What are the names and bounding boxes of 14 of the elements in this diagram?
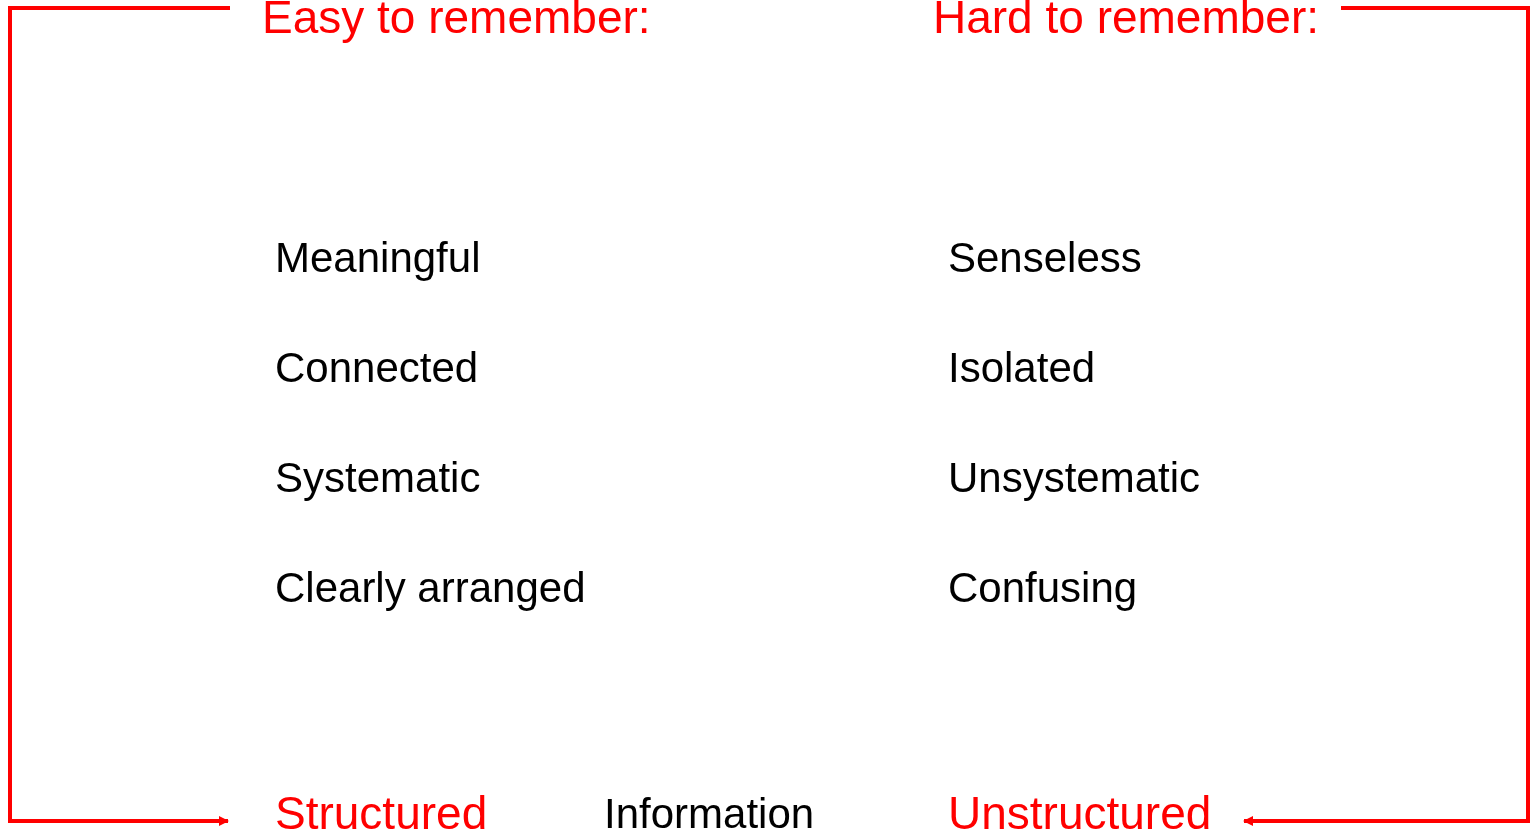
label-text: Connected xyxy=(275,346,479,390)
label-text: Isolated xyxy=(948,346,1096,390)
bracket-arrow xyxy=(1243,6,1530,826)
bracket-arrow xyxy=(8,6,230,826)
label-text: Senseless xyxy=(948,236,1142,280)
label-text: Meaningful xyxy=(275,236,481,280)
label-text: Clearly arranged xyxy=(275,566,586,610)
label-text: Systematic xyxy=(275,456,481,500)
heading-text: Hard to remember: xyxy=(933,0,1341,40)
heading-text: Structured xyxy=(228,790,488,836)
label-text: Unsystematic xyxy=(948,456,1201,500)
label-text: Information xyxy=(604,792,815,836)
heading-text: Unstructured xyxy=(948,790,1245,836)
label-text: Confusing xyxy=(948,566,1138,610)
